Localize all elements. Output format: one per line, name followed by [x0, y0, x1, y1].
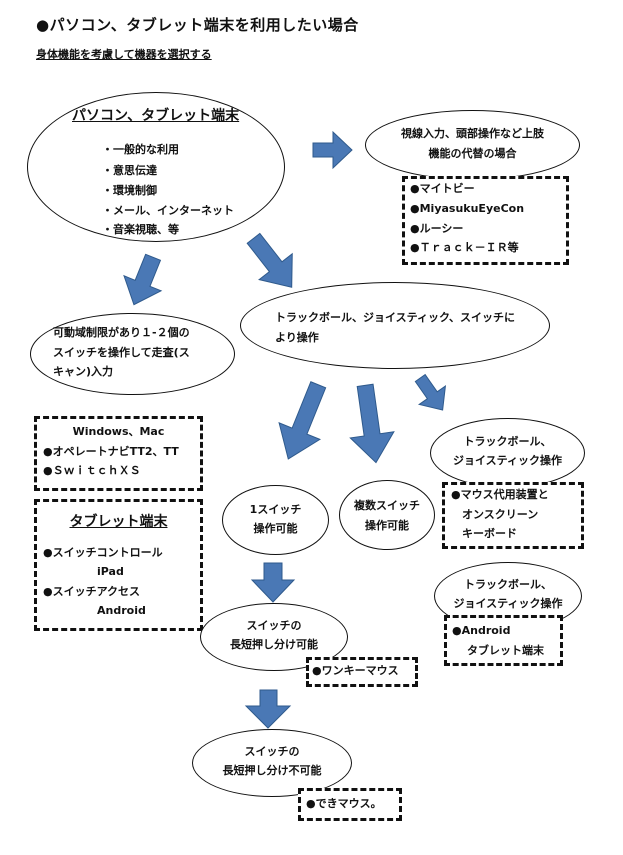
multi-switch-node — [339, 480, 435, 550]
eye-node-line: 視線入力、頭部操作など上肢 — [401, 127, 544, 140]
page-title: ●パソコン、タブレット端末を利用したい場合 — [36, 16, 359, 34]
no-long-press-line: スイッチの — [244, 745, 300, 758]
arrow-to-device-node — [246, 232, 293, 288]
mouse-box-line: ●マウス代用装置と — [451, 488, 549, 501]
eye-device-item: ●MiyasukuEyeCon — [410, 202, 525, 215]
arrow-to-scan-node — [123, 253, 163, 306]
one-switch-line: 1スイッチ — [249, 503, 302, 516]
arrow-to-no-long-press-node — [244, 689, 292, 729]
trackball-node-2-line: トラックボール、 — [464, 578, 552, 591]
main-node-item: ・一般的な利用 — [102, 143, 179, 156]
tablet-box-line: iPad — [97, 565, 124, 578]
android-box — [444, 615, 563, 666]
device-node-line: より操作 — [275, 331, 319, 344]
multi-switch-line: 操作可能 — [365, 519, 409, 532]
windows-box-line: ●オペレートナビTT2、TT — [43, 445, 179, 458]
main-node-item: ・意思伝達 — [102, 164, 157, 177]
mouse-substitute-box — [442, 482, 584, 549]
main-node-title: パソコン、タブレット端末 — [72, 108, 240, 124]
long-press-line: スイッチの — [246, 619, 302, 632]
tablet-box — [34, 499, 203, 631]
windows-box-line: Windows、Mac — [72, 425, 165, 438]
scan-node-line: スイッチを操作して走査(ス — [53, 346, 190, 359]
scan-node-line: 可動域制限があり１-２個の — [53, 326, 190, 339]
tablet-box-line: Android — [97, 604, 146, 617]
no-long-press-node — [192, 729, 352, 797]
eye-device-item: ●ルーシー — [410, 222, 464, 235]
tablet-box-line: ●スイッチアクセス — [43, 585, 141, 598]
page-subtitle: 身体機能を考慮して機器を選択する — [36, 48, 212, 61]
main-node — [27, 92, 285, 242]
one-key-mouse-label: ●ワンキーマウス — [312, 664, 399, 677]
mouse-box-line: キーボード — [462, 527, 517, 540]
main-node-item: ・音楽視聴、等 — [102, 223, 179, 236]
dekiru-mouse-label: ●できマウス。 — [306, 797, 382, 810]
scan-node — [30, 313, 235, 395]
mouse-box-line: オンスクリーン — [462, 508, 539, 521]
tablet-box-line: ●スイッチコントロール — [43, 546, 163, 559]
no-long-press-line: 長短押し分け不可能 — [222, 764, 322, 777]
device-node-line: トラックボール、ジョイスティック、スイッチに — [275, 311, 516, 324]
one-switch-line: 操作可能 — [253, 522, 298, 535]
eye-device-box — [402, 176, 569, 265]
eye-device-item: ●マイトビー — [410, 182, 475, 195]
android-box-line: タブレット端末 — [467, 644, 544, 657]
eye-device-item: ●Ｔｒａｃｋ－ＩＲ等 — [410, 241, 519, 254]
arrow-to-one-switch — [278, 381, 327, 460]
eye-node — [365, 110, 580, 180]
windows-box — [34, 416, 203, 491]
tablet-box-title: タブレット端末 — [69, 514, 168, 530]
android-box-line: ●Android — [452, 624, 511, 637]
scan-node-line: キャン)入力 — [53, 365, 114, 378]
main-node-item: ・メール、インターネット — [102, 204, 234, 217]
arrow-to-trackball-node — [414, 373, 447, 411]
dekiru-mouse-box — [298, 788, 402, 821]
device-node — [240, 282, 550, 369]
arrow-to-eye-node — [312, 130, 353, 170]
one-switch-node — [222, 485, 329, 555]
trackball-node-1-line: ジョイスティック操作 — [452, 454, 562, 467]
trackball-node-1 — [430, 418, 585, 488]
multi-switch-line: 複数スイッチ — [354, 499, 420, 512]
arrow-to-multi-switch — [349, 383, 395, 464]
long-press-line: 長短押し分け可能 — [230, 638, 318, 651]
trackball-node-2-line: ジョイスティック操作 — [453, 597, 563, 610]
one-key-mouse-box — [306, 657, 418, 687]
main-node-item: ・環境制御 — [102, 184, 157, 197]
eye-node-line: 機能の代替の場合 — [428, 147, 517, 160]
windows-box-line: ●ＳｗｉｔｃｈＸＳ — [43, 464, 141, 477]
trackball-node-1-line: トラックボール、 — [463, 435, 552, 448]
arrow-to-long-press-node — [250, 562, 296, 603]
